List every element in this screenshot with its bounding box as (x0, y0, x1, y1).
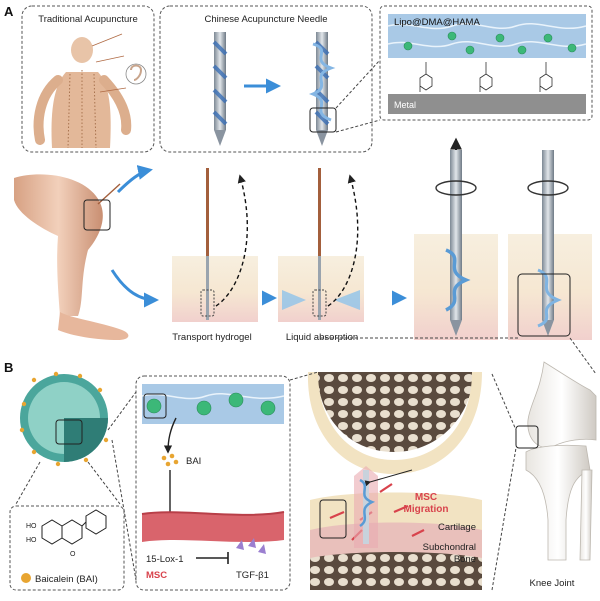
liposome-illustration (19, 371, 109, 467)
coating-schematic-inset: Lipo@DMA@HAMA Metal (379, 5, 593, 121)
msc-migration-label-1: MSC (415, 492, 437, 503)
inset-title-needle: Chinese Acupuncture Needle (204, 14, 327, 25)
zoom-line-9 (569, 337, 597, 375)
leg-illustration (14, 174, 129, 340)
bai-label: BAI (186, 456, 201, 467)
zoom-box (309, 107, 337, 133)
coated-needle (308, 32, 336, 146)
zoom-line-11 (491, 447, 517, 591)
inset-title-traditional: Traditional Acupuncture (38, 14, 137, 25)
leg-arrow-top (116, 165, 153, 194)
zoom-line-6 (111, 439, 137, 581)
zoom-line-3 (15, 461, 41, 505)
leg-arrow-bottom (110, 269, 159, 308)
cartilage-label: Cartilage (438, 522, 476, 533)
liposome-dots (403, 31, 577, 55)
traditional-acupuncture-inset: Traditional Acupuncture (21, 5, 155, 153)
joint-cross-section: MSC Migration Cartilage Subchondral Bone (307, 372, 482, 590)
transport-hydrogel-step: Transport hydrogel (172, 168, 258, 343)
subchondral-label-2: Bone (454, 554, 476, 565)
msc-label: MSC (146, 570, 167, 581)
plain-needle (212, 32, 228, 146)
acupuncture-needle-inset: Chinese Acupuncture Needle (159, 5, 373, 153)
mechanism-box: BAI 15-Lox-1 TGF-β1 MSC (135, 375, 291, 591)
panel-a-letter: A (4, 4, 14, 19)
human-body-illustration (33, 33, 147, 149)
svg-text:HO: HO (26, 537, 37, 544)
zoom-line-4 (87, 461, 121, 505)
baicalein-structure-box: HO HO O Baicalein (BAI) (9, 505, 125, 591)
svg-text:O: O (70, 551, 76, 558)
panel-b-letter: B (4, 360, 13, 375)
dma-molecules (419, 62, 553, 92)
coating-label: Lipo@DMA@HAMA (394, 17, 480, 28)
msc-migration-label-2: Migration (404, 504, 449, 515)
transport-hydrogel-label: Transport hydrogel (172, 332, 251, 343)
zoom-line-10 (491, 373, 517, 431)
zoom-line-5 (107, 391, 137, 431)
lox-label: 15-Lox-1 (146, 554, 184, 565)
knee-joint-label: Knee Joint (530, 578, 575, 589)
baicalein-label: Baicalein (BAI) (35, 574, 98, 585)
metal-label: Metal (394, 100, 416, 110)
subchondral-label-1: Subchondral (423, 542, 476, 553)
tgf-label: TGF-β1 (236, 570, 269, 581)
svg-text:HO: HO (26, 523, 37, 530)
needle-rotation-step (414, 137, 592, 340)
liquid-absorption-step: Liquid absorption (278, 168, 364, 343)
zoom-line-1 (335, 59, 381, 109)
zoom-line-2 (335, 119, 381, 133)
knee-joint-bones: Knee Joint (515, 361, 597, 589)
